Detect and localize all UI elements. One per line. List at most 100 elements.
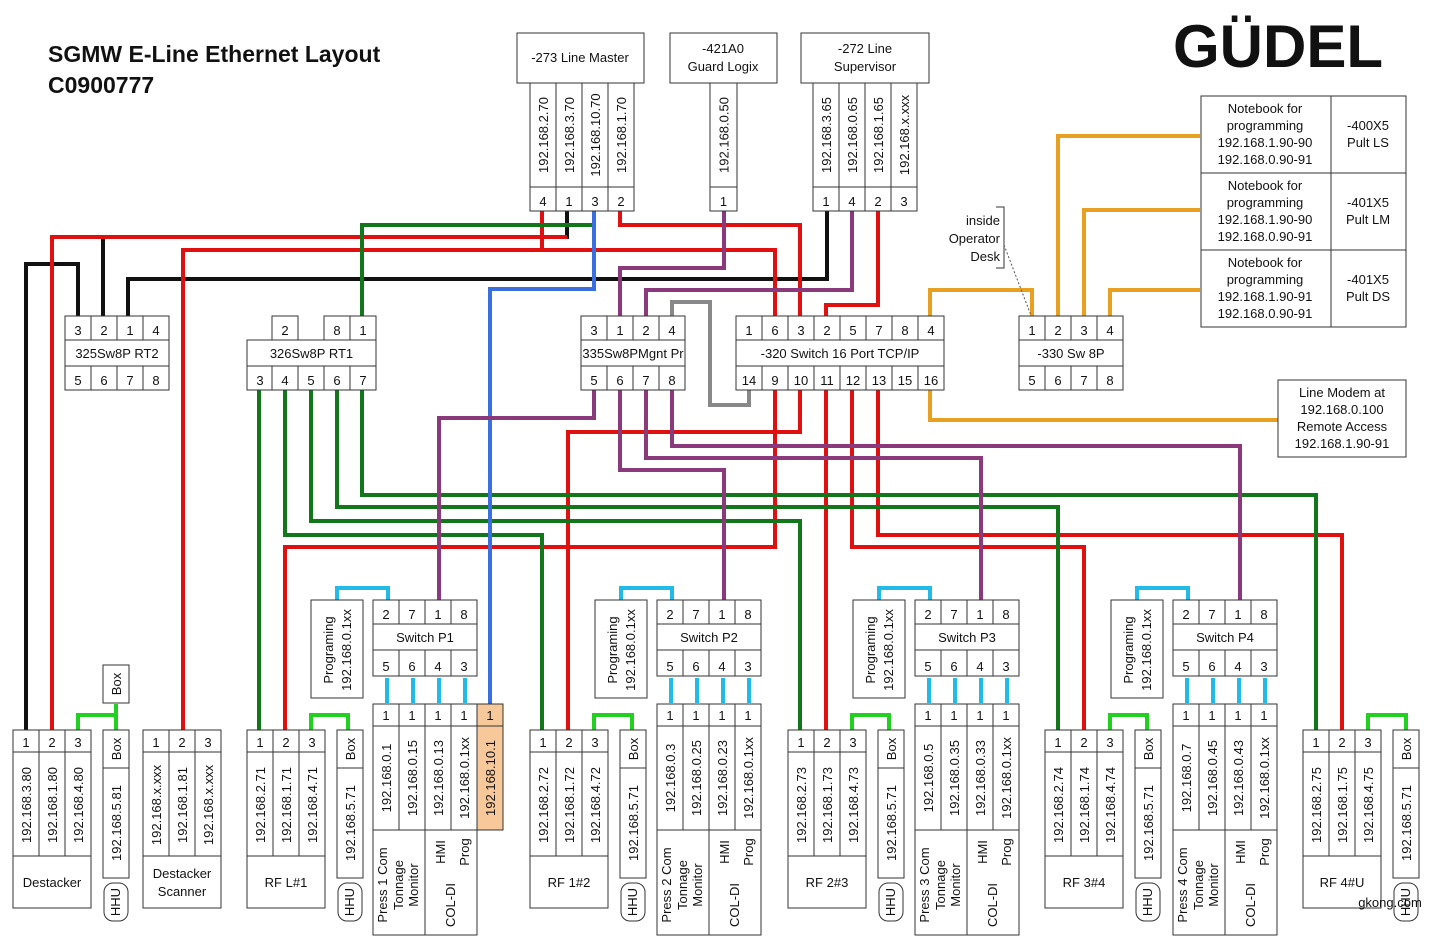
press-3-tonnage-label: Tonnage	[933, 860, 948, 910]
switch-320-16port-port-label: 12	[846, 373, 860, 388]
line-modem-box	[1277, 379, 1407, 458]
station-4-box-port	[619, 729, 647, 769]
press-3-ip: 192.168.0.1xx	[999, 737, 1014, 819]
cable-purple	[644, 390, 983, 600]
station-2-ip-cell	[194, 751, 222, 857]
station-4-name-box	[529, 855, 609, 909]
cable-lime	[76, 713, 118, 730]
wires-layer	[24, 134, 1408, 870]
cable-red	[183, 248, 777, 318]
station-7-ip: 192.168.1.75	[1335, 767, 1350, 843]
press-1-tonnage-label: Tonnage	[391, 860, 406, 910]
line-supervisor-port-label: 4	[848, 194, 855, 209]
press-2-ip: 192.168.0.3	[663, 744, 678, 813]
switch-335sw8pmgnt-label-box	[580, 339, 686, 367]
switch-325sw8p-rt2-port-label: 6	[100, 373, 107, 388]
press-switch-1-name: Switch P1	[396, 630, 454, 645]
cable-orange	[1056, 134, 1200, 318]
line-supervisor-port-label: 3	[900, 194, 907, 209]
press-3-coldi-box	[966, 829, 1020, 936]
press-switch-1-programming-box	[310, 599, 364, 699]
station-3-box-label: Box	[343, 737, 358, 760]
press-switch-2-port-6	[682, 649, 710, 677]
press-switch-4-port-label: 1	[1234, 607, 1241, 622]
station-1-box-ip: 192.168.5.81	[109, 785, 124, 861]
notebook-ip: 192.168.0.90-91	[1218, 306, 1313, 321]
cable-purple	[670, 390, 1242, 600]
press-2-ip-cell	[734, 725, 762, 831]
switch-326sw8p-rt1-name: 326Sw8P RT1	[270, 346, 353, 361]
switch-326sw8p-rt1-port-label: 1	[359, 323, 366, 338]
station-2-name-box	[142, 855, 222, 909]
cable-red	[850, 390, 1086, 730]
press-switch-1-port-label: 5	[382, 659, 389, 674]
press-switch-3-port-label: 5	[924, 659, 931, 674]
station-5-box-ip-cell	[877, 767, 905, 879]
station-5-ip: 192.168.4.73	[846, 767, 861, 843]
press-switch-3-port-7	[940, 599, 968, 625]
line-supervisor-ip: 192.168.1.65	[871, 97, 886, 173]
line-supervisor-type: Supervisor	[834, 59, 897, 74]
press-switch-4-name: Switch P4	[1196, 630, 1254, 645]
press-1-ip: 192.168.10.1	[483, 740, 498, 816]
press-switch-3-port-label: 2	[924, 607, 931, 622]
cable-green	[309, 390, 802, 730]
switch-325sw8p-rt2-port-label: 2	[100, 323, 107, 338]
pult-id: -401X5	[1347, 272, 1389, 287]
press-switch-1-port-label: 6	[408, 659, 415, 674]
press-switch-3-port-label: 4	[976, 659, 983, 674]
station-3-name-box	[246, 855, 326, 909]
press-1-monitor-label: Monitor	[406, 863, 421, 907]
cable-lime	[1366, 713, 1408, 730]
station-6-ip-cell	[1096, 751, 1124, 857]
press-4-ip: 192.168.0.1xx	[1257, 737, 1272, 819]
press-switch-2-port-label: 4	[718, 659, 725, 674]
switch-320-16port-port-10	[787, 365, 815, 391]
switch-330-sw8p-port-2	[1044, 315, 1072, 341]
station-3-port-label: 1	[256, 735, 263, 750]
switch-326sw8p-rt1-port-3	[246, 365, 274, 391]
press-1-prog-label: Prog	[457, 838, 472, 865]
switch-320-16port-port-14	[735, 365, 763, 391]
drawing-number: C0900777	[48, 72, 154, 98]
line-master-ip-cell	[529, 82, 557, 188]
switch-330-sw8p-port-label: 3	[1080, 323, 1087, 338]
line-supervisor-ip-cell	[890, 82, 918, 188]
switch-325sw8p-rt2-port-4	[142, 315, 170, 341]
station-3-name: RF L#1	[265, 875, 308, 890]
line-supervisor-ip-cell	[838, 82, 866, 188]
press-switch-1-label-box	[372, 623, 478, 651]
pult-name: Pult LS	[1347, 135, 1389, 150]
switch-320-16port-port-12	[839, 365, 867, 391]
station-6-box-ip: 192.168.5.71	[1141, 785, 1156, 861]
switch-330-sw8p-port-label: 5	[1028, 373, 1035, 388]
station-7-hhu-box	[1393, 882, 1419, 922]
switch-335sw8pmgnt-port-5	[580, 365, 608, 391]
station-7-box-ip: 192.168.5.71	[1399, 785, 1414, 861]
press-switch-2-port-1	[708, 599, 736, 625]
cable-orange	[1108, 288, 1200, 318]
switch-326sw8p-rt1-port-8	[323, 315, 351, 341]
press-4-com-box	[1172, 829, 1226, 936]
notebook-ip: 192.168.1.90-90	[1218, 135, 1313, 150]
switch-335sw8pmgnt-port-label: 3	[590, 323, 597, 338]
press-2-com-label: Press 2 Com	[659, 847, 674, 922]
notebook-ip: 192.168.0.90-91	[1218, 152, 1313, 167]
page-title: SGMW E-Line Ethernet Layout	[48, 41, 381, 67]
cable-orange	[928, 288, 1034, 318]
press-2-monitor-label: Monitor	[690, 863, 705, 907]
station-1-ip: 192.168.3.80	[19, 767, 34, 843]
cable-green	[335, 390, 1060, 730]
station-4-ip: 192.168.2.72	[536, 767, 551, 843]
station-2-ip-cell	[168, 751, 196, 857]
station-5-box-port	[877, 729, 905, 769]
station-1-port-label: 3	[74, 735, 81, 750]
cable-lime	[1108, 713, 1149, 730]
press-4-coldi-box	[1224, 829, 1278, 936]
station-5-port-label: 1	[797, 735, 804, 750]
switch-320-16port-port-label: 14	[742, 373, 756, 388]
switch-330-sw8p-port-label: 8	[1106, 373, 1113, 388]
switch-320-16port-port-15	[891, 365, 919, 391]
press-2-coldi-label: COL-DI	[727, 883, 742, 927]
press-switch-1-port-label: 7	[408, 607, 415, 622]
